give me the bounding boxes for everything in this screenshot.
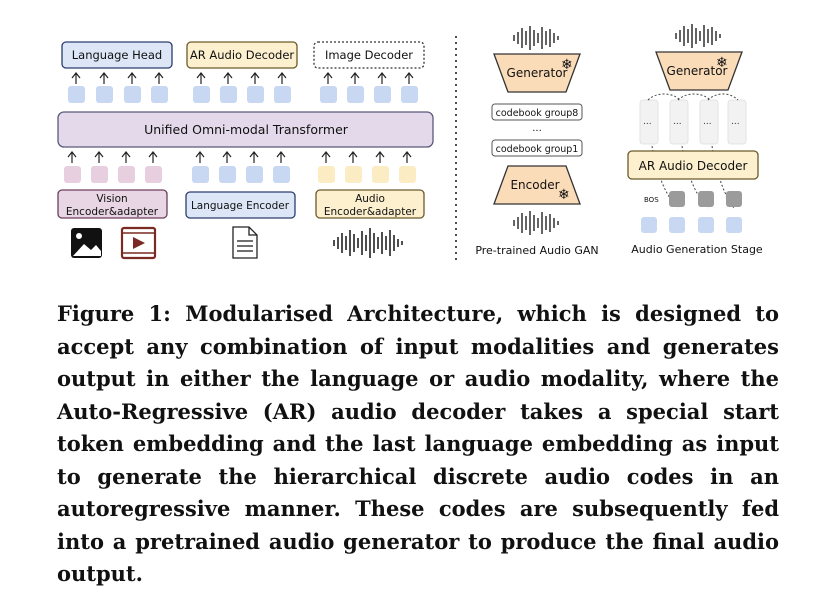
right-panel: Generator ❄ ... ... ... ... AR Audio Dec… [627,24,763,256]
right-freeze-icon: ❄ [716,55,728,71]
right-ar-decoder-box [627,150,759,180]
input-tokens [64,166,416,183]
codebook-group8-box [491,103,583,121]
audio-encoder-label-1: Audio [355,193,385,205]
ar-audio-decoder-head-box [186,41,298,69]
language-head-box [61,41,173,69]
language-head-label: Language Head [72,48,162,62]
vision-encoder-label-2: Encoder&adapter [66,206,159,218]
bos-gray-tokens [669,191,742,207]
document-icon [232,226,258,259]
decoder-input-tokens [641,217,742,233]
bos-label: BOS [644,196,659,204]
transformer-box [57,111,434,148]
ar-audio-decoder-head-label: AR Audio Decoder [190,48,295,62]
right-generator-label: Generator [667,64,728,78]
codebook-group1-label: codebook group1 [496,144,579,155]
figure-caption: Figure 1: Modularised Architecture, whic… [57,301,779,586]
code-token-stack [639,99,747,145]
codebook-ellipsis: ... [532,123,542,134]
encoder-label: Encoder [510,178,559,192]
svg-text:...: ... [703,117,712,127]
middle-generator-shape [493,53,581,93]
vision-encoder-box [57,189,168,219]
svg-text:...: ... [731,117,740,127]
middle-panel: Generator ❄ codebook group8 ... codebook… [475,26,599,257]
middle-generator-label: Generator [507,66,568,80]
output-tokens [68,86,418,103]
image-icon [71,228,102,258]
language-encoder-label: Language Encoder [191,200,290,212]
codebook-group8-label: codebook group8 [496,108,579,119]
input-arrows [67,151,412,163]
audio-encoder-label-2: Encoder&adapter [324,206,417,218]
freeze-icon: ❄ [561,57,573,73]
waveform-icon [333,228,403,258]
codebook-group1-box [491,139,583,157]
output-arrows [71,72,414,84]
right-panel-caption: Audio Generation Stage [631,243,763,256]
middle-panel-caption: Pre-trained Audio GAN [475,244,598,257]
image-decoder-head-box [313,41,425,69]
right-ar-decoder-label: AR Audio Decoder [639,159,748,173]
video-icon [120,226,157,260]
svg-text:...: ... [673,117,682,127]
encoder-shape [493,165,581,205]
code-token-ellipses: ... ... ... ... [643,117,740,127]
generator-waveform-icon [513,26,559,50]
right-waveform-icon [675,24,721,48]
audio-encoder-box [315,189,425,219]
left-panel: Language Head AR Audio Decoder Image Dec… [57,41,434,260]
right-generator-shape [655,51,743,91]
encoder-freeze-icon: ❄ [558,187,570,203]
vision-encoder-label-1: Vision [96,193,127,205]
image-decoder-head-label: Image Decoder [325,48,413,62]
svg-text:...: ... [643,117,652,127]
encoder-waveform-icon [513,211,559,235]
language-encoder-box [185,191,296,219]
transformer-label: Unified Omni-modal Transformer [144,122,349,137]
architecture-figure: Language Head AR Audio Decoder Image Dec… [57,24,763,262]
